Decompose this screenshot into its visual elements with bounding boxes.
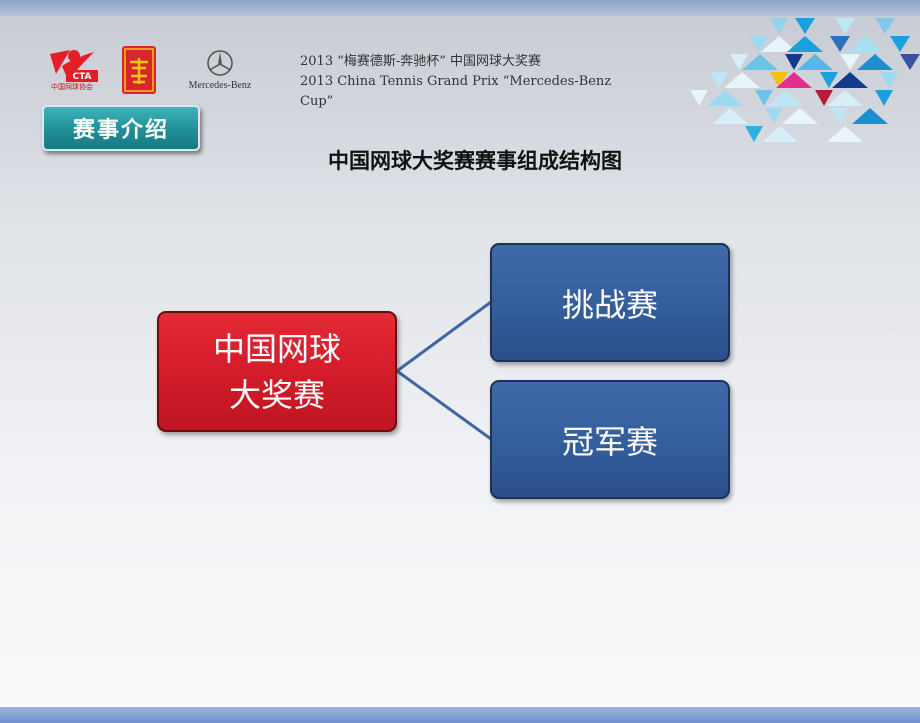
mercedes-logo: Mercedes-Benz — [180, 50, 260, 96]
header-title-cn: 2013 “梅赛德斯-奔驰杯” 中国网球大奖赛 — [300, 54, 542, 69]
grand-prix-cup-logo — [122, 46, 156, 94]
top-band — [0, 0, 920, 16]
connector-line-championship — [396, 369, 492, 441]
triangle-decoration — [690, 18, 920, 142]
header-title: 2013 “梅赛德斯-奔驰杯” 中国网球大奖赛 2013 China Tenni… — [300, 52, 640, 112]
child-node-championship: 冠军赛 — [490, 380, 730, 499]
mercedes-caption: Mercedes-Benz — [188, 80, 252, 91]
cta-logo: CTA 中国网球协会 — [44, 46, 100, 92]
diagram-title: 中国网球大奖赛赛事组成结构图 — [328, 149, 622, 173]
header-title-en: 2013 China Tennis Grand Prix “Mercedes-B… — [300, 74, 612, 109]
bottom-band — [0, 707, 920, 723]
cta-caption: 中国网球协会 — [51, 83, 93, 91]
section-label-button[interactable]: 赛事介绍 — [42, 105, 200, 151]
root-node-line1: 中国网球 — [212, 329, 341, 368]
mercedes-star-icon — [207, 50, 233, 76]
root-node-line2: 大奖赛 — [228, 375, 325, 414]
cup-logo-icon — [124, 48, 154, 92]
root-node: 中国网球 大奖赛 — [157, 311, 397, 432]
connector-line-challenge — [396, 300, 492, 373]
child-node-challenge: 挑战赛 — [490, 243, 730, 362]
cta-logo-text: CTA — [72, 72, 91, 82]
cta-logo-icon: CTA — [50, 50, 98, 82]
